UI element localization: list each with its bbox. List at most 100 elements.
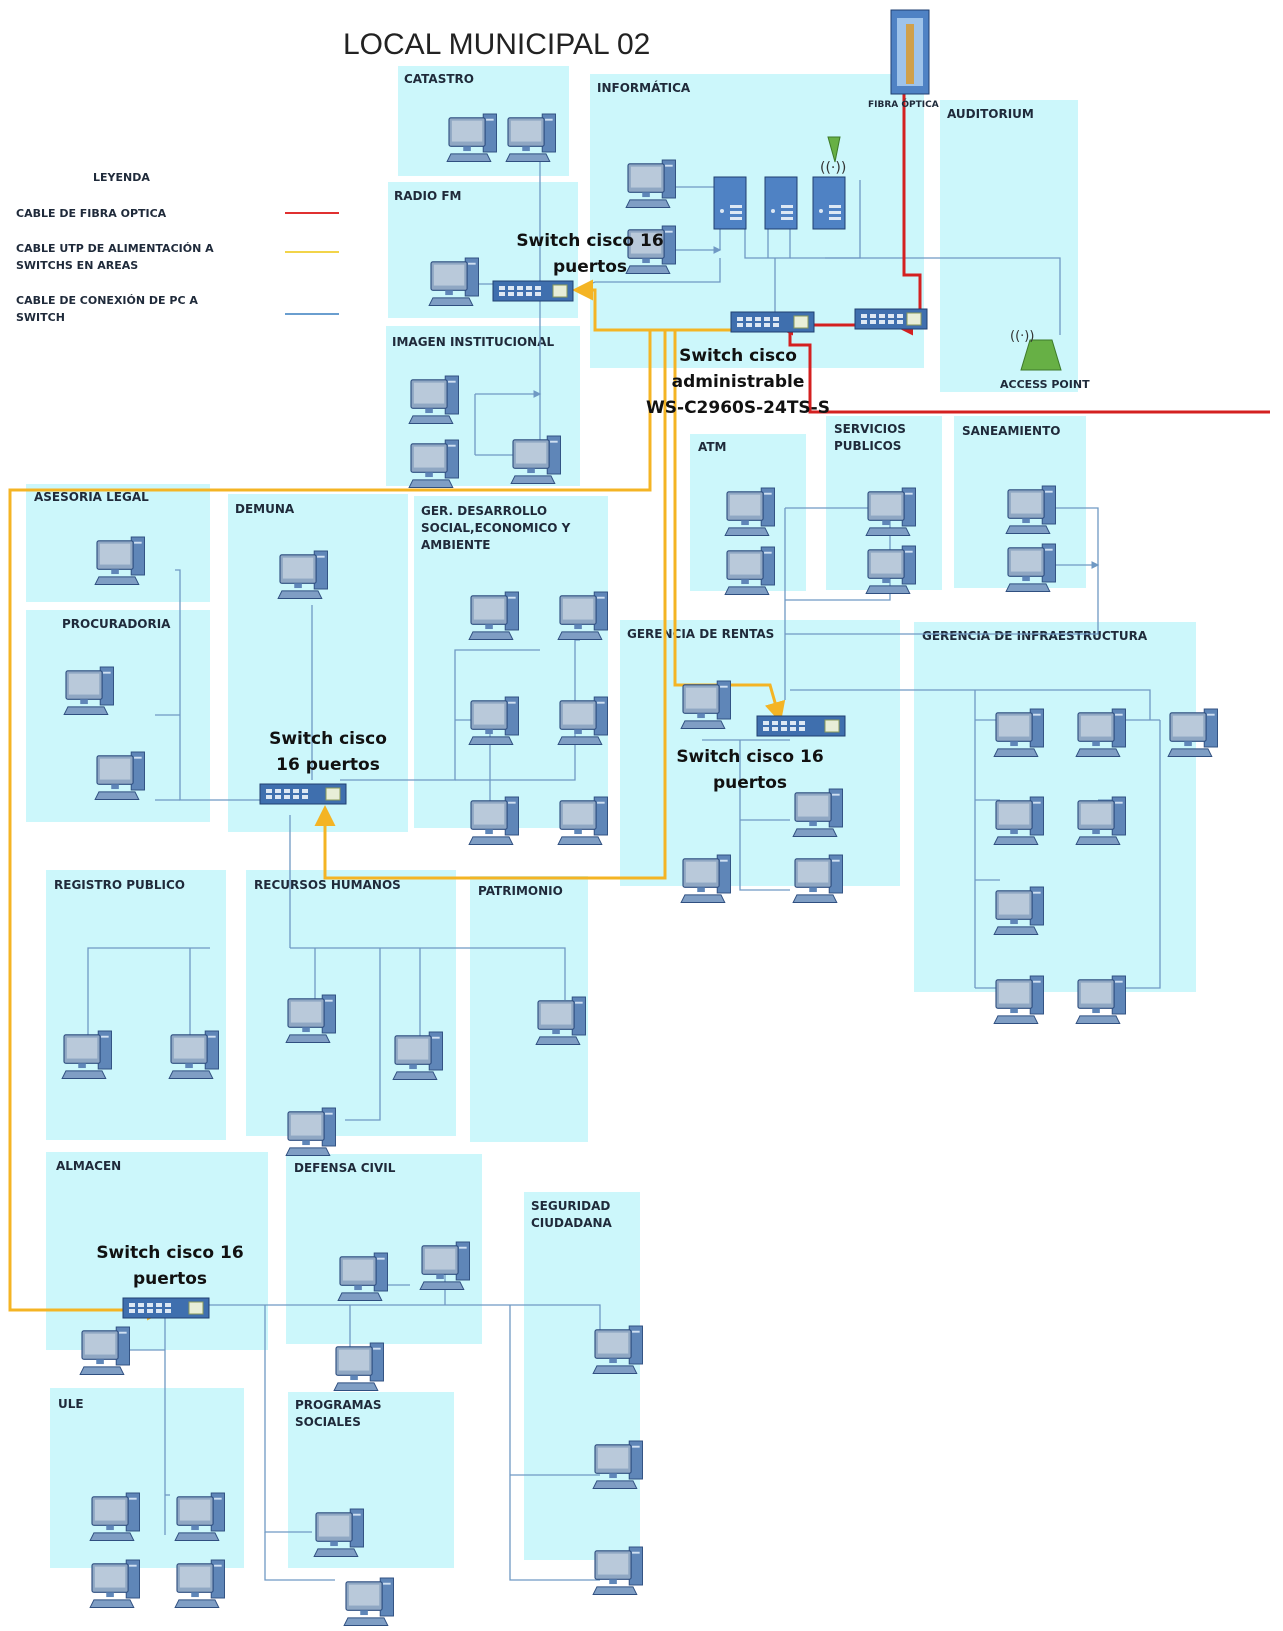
computer-icon (535, 996, 586, 1045)
computer-icon (313, 1508, 364, 1557)
computer-icon (724, 546, 775, 595)
computer-icon (865, 487, 916, 536)
computer-icon (468, 591, 519, 640)
switch-icon (492, 280, 574, 302)
computer-icon (1005, 485, 1056, 534)
computer-icon (94, 751, 145, 800)
area-label: PROCURADORIA (62, 617, 171, 631)
computer-icon (557, 591, 608, 640)
switch-icon (259, 783, 347, 805)
computer-icon (557, 796, 608, 845)
computer-icon (792, 788, 843, 837)
computer-icon (94, 536, 145, 585)
area-label: GERENCIA DE INFRAESTRUCTURA (922, 629, 1148, 643)
area-label: SEGURIDAD CIUDADANA (531, 1199, 612, 1230)
area-gerencia-infraestructura: GERENCIA DE INFRAESTRUCTURA (914, 622, 1196, 992)
server-icon (713, 176, 747, 230)
computer-icon (446, 113, 497, 162)
switch-icon (730, 311, 815, 333)
area-auditorium: AUDITORIUM (940, 100, 1078, 392)
area-label: SERVICIOS PUBLICOS (834, 422, 906, 453)
area-ger-desarrollo: GER. DESARROLLO SOCIAL,ECONOMICO Y AMBIE… (414, 496, 608, 828)
computer-icon (993, 708, 1044, 757)
computer-icon (993, 886, 1044, 935)
computer-icon (285, 994, 336, 1043)
area-registro-publico: REGISTRO PUBLICO (46, 870, 226, 1140)
computer-icon (337, 1252, 388, 1301)
computer-icon (89, 1559, 140, 1608)
computer-icon (408, 375, 459, 424)
area-label: PROGRAMAS SOCIALES (295, 1398, 382, 1429)
computer-icon (174, 1559, 225, 1608)
area-demuna: DEMUNA (228, 494, 408, 832)
computer-icon (277, 550, 328, 599)
computer-icon (1075, 796, 1126, 845)
computer-icon (1005, 543, 1056, 592)
area-label: DEFENSA CIVIL (294, 1161, 396, 1175)
computer-icon (792, 854, 843, 903)
utp-feed-cables (8, 279, 786, 1321)
computer-icon (168, 1030, 219, 1079)
computer-icon (724, 487, 775, 536)
computer-icon (419, 1241, 470, 1290)
fiber-termination-icon (890, 9, 930, 95)
access-point-icon: ((·)) (1010, 329, 1062, 371)
area-label: DEMUNA (235, 502, 295, 516)
area-label: IMAGEN INSTITUCIONAL (392, 335, 555, 349)
svg-text:((·)): ((·)) (1010, 329, 1034, 344)
area-recursos-humanos: RECURSOS HUMANOS (246, 870, 456, 1136)
area-label: PATRIMONIO (478, 884, 563, 898)
computer-icon (680, 680, 731, 729)
area-label: SANEAMIENTO (962, 424, 1061, 438)
area-gerencia-rentas: GERENCIA DE RENTAS (620, 620, 900, 886)
computer-icon (625, 225, 676, 274)
switch-icon (122, 1297, 210, 1319)
computer-icon (557, 696, 608, 745)
computer-icon (468, 796, 519, 845)
computer-icon (333, 1342, 384, 1391)
computer-icon (79, 1326, 130, 1375)
computer-icon (592, 1440, 643, 1489)
computer-icon (865, 545, 916, 594)
area-label: GER. DESARROLLO SOCIAL,ECONOMICO Y AMBIE… (421, 504, 571, 552)
area-label: REGISTRO PUBLICO (54, 878, 186, 892)
computer-icon (1167, 708, 1218, 757)
switch-icon (756, 715, 846, 737)
computer-icon (174, 1492, 225, 1541)
computer-icon (505, 113, 556, 162)
computer-icon (408, 439, 459, 488)
area-label: ATM (698, 440, 727, 454)
switch-icon (854, 308, 928, 330)
computer-icon (680, 854, 731, 903)
computer-icon (343, 1577, 394, 1626)
computer-icon (428, 257, 479, 306)
computer-icon (592, 1546, 643, 1595)
computer-icon (592, 1325, 643, 1374)
area-label: ALMACEN (56, 1159, 122, 1173)
computer-icon (625, 159, 676, 208)
area-label: INFORMÁTICA (597, 81, 691, 95)
server-icon (812, 176, 846, 230)
computer-icon (89, 1492, 140, 1541)
area-label: GERENCIA DE RENTAS (627, 627, 775, 641)
pc-links (87, 156, 1161, 1581)
wireless-antenna-icon: ((·)) (820, 136, 846, 176)
area-label: CATASTRO (404, 72, 474, 86)
area-label: RADIO FM (394, 189, 462, 203)
area-label: ULE (58, 1397, 84, 1411)
computer-icon (510, 435, 561, 484)
computer-icon (285, 1107, 336, 1156)
server-icon (764, 176, 798, 230)
area-label: ASESORIA LEGAL (34, 490, 149, 504)
computer-icon (993, 796, 1044, 845)
computer-icon (61, 1030, 112, 1079)
area-seguridad-ciudadana: SEGURIDAD CIUDADANA (524, 1192, 640, 1560)
computer-icon (468, 696, 519, 745)
area-label: AUDITORIUM (947, 107, 1034, 121)
computer-icon (63, 666, 114, 715)
computer-icon (993, 975, 1044, 1024)
computer-icon (1075, 708, 1126, 757)
